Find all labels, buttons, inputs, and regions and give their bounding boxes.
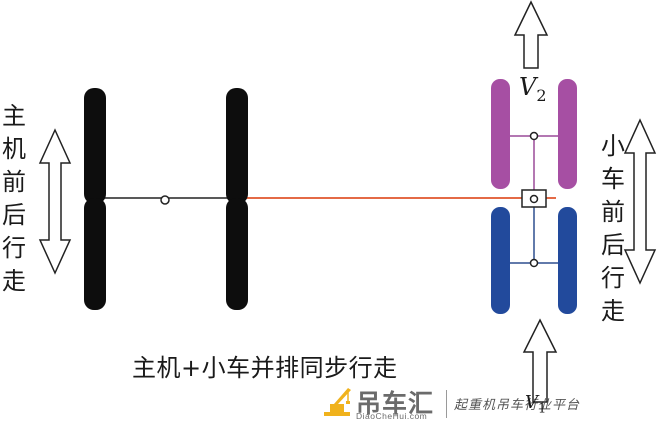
v1-velocity-label: V1	[525, 392, 547, 417]
trolley-label: 小 车 前 后 行 走	[601, 132, 625, 325]
main-center-pivot	[160, 195, 170, 205]
v2-velocity-label: V2	[519, 73, 547, 105]
trolley-wheel-front-right	[558, 79, 577, 189]
diagram-caption: 主机+小车并排同步行走	[132, 354, 398, 382]
watermark-slogan: 起重机吊车行业平台	[454, 398, 581, 413]
trolley-wheel-front-left	[491, 79, 510, 189]
main-machine-label: 主 机 前 后 行 走	[2, 102, 26, 295]
trolley-rear-pivot	[529, 258, 539, 268]
main-wheel-right-front	[226, 88, 248, 204]
main-wheel-left-rear	[84, 198, 106, 310]
trolley-wheel-rear-right	[558, 207, 577, 314]
main-wheel-right-rear	[226, 198, 248, 310]
trolley-wheel-rear-left	[491, 207, 510, 314]
coupling-pivot	[529, 194, 539, 204]
watermark-brand: 吊车汇	[356, 389, 435, 418]
crane-logo-icon	[324, 388, 351, 416]
v1-up-arrow-icon	[522, 318, 558, 403]
main-wheel-left-front	[84, 88, 106, 204]
trolley-front-pivot	[529, 131, 539, 141]
trolley-double-arrow-icon	[623, 118, 657, 285]
main-double-arrow-icon	[38, 128, 72, 275]
v2-up-arrow-icon	[513, 0, 549, 69]
watermark-divider	[446, 390, 447, 418]
watermark-domain: DiaoCheHui.com	[356, 411, 428, 421]
watermark: 吊车汇 DiaoCheHui.com 起重机吊车行业平台	[322, 384, 612, 424]
